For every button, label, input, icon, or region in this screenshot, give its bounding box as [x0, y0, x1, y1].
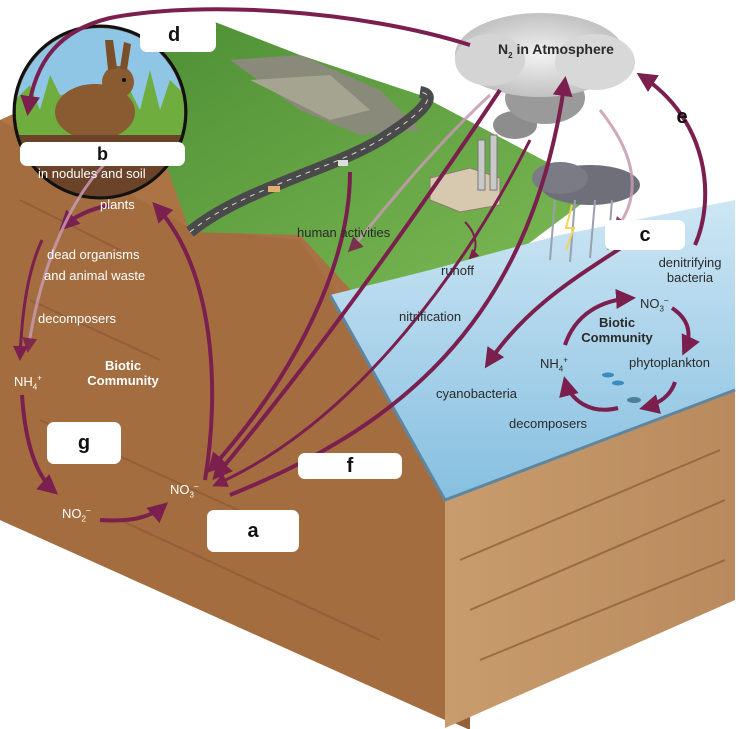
- land-nh4-label: NH4+: [14, 373, 42, 392]
- fish: [602, 372, 641, 403]
- runoff-label: runoff: [441, 263, 475, 278]
- land-decomposers-label: decomposers: [38, 311, 117, 326]
- answer-box-c[interactable]: c: [605, 220, 685, 250]
- factory: [429, 134, 501, 213]
- arrow-phyto-to-decomp: [639, 381, 677, 414]
- nodules-label: in nodules and soil: [38, 166, 146, 181]
- arrow-no2-to-no3: [99, 502, 169, 524]
- arrow-d: [20, 7, 471, 116]
- plants-label: plants: [100, 197, 135, 212]
- phytoplankton-label: phytoplankton: [629, 355, 710, 370]
- arrow-pale-1: [22, 148, 121, 353]
- atmosphere-label: N2 in Atmosphere: [498, 41, 614, 60]
- answer-box-a[interactable]: a: [207, 510, 299, 552]
- answer-box-f[interactable]: f: [298, 453, 402, 479]
- car: [268, 186, 280, 192]
- arrow-atm-to-no3-human: [207, 171, 352, 473]
- answer-box-e: e: [676, 105, 688, 128]
- car: [338, 160, 348, 166]
- dead-organisms-label-1: dead organisms: [47, 247, 140, 262]
- arrow-no3-to-phyto: [670, 306, 700, 356]
- human-activities-label: human activities: [297, 225, 391, 240]
- arrow-atm-to-no3-a: [212, 88, 502, 481]
- answer-box-g[interactable]: g: [47, 422, 121, 464]
- dead-organisms-label-2: and animal waste: [44, 268, 146, 283]
- arrow-e: [636, 72, 708, 246]
- arrow-f: [212, 139, 532, 487]
- arrow-nh4-to-no2: [20, 394, 59, 495]
- atmosphere-cloud: [455, 13, 635, 139]
- grass-hill: [150, 22, 600, 300]
- land-no2-label: NO2–: [62, 505, 91, 524]
- water-no3-label: NO3–: [640, 295, 669, 314]
- arrow-no3-to-plants: [152, 202, 215, 481]
- water-decomposers-label: decomposers: [509, 416, 588, 431]
- arrow-pale-2: [347, 93, 492, 253]
- arrow-dead-to-nh4: [13, 239, 44, 361]
- storm-cloud: [532, 162, 640, 263]
- arrow-runoff: [464, 221, 480, 260]
- cyanobacteria-label: cyanobacteria: [436, 386, 517, 401]
- answer-box-b[interactable]: b: [20, 142, 185, 166]
- arrow-decomp-to-nh4: [559, 376, 619, 412]
- cycle-arrows: [13, 7, 708, 524]
- water-nh4-label: NH4+: [540, 355, 568, 374]
- arrow-pale-3: [598, 109, 634, 233]
- arrow-water-nh4-to-no3: [563, 289, 636, 346]
- nitrification-label: nitrification: [399, 309, 462, 324]
- arrow-f-up: [229, 76, 573, 497]
- land-no3-label: NO3–: [170, 481, 199, 500]
- water-body: [328, 200, 736, 502]
- answer-box-d[interactable]: d: [140, 18, 216, 52]
